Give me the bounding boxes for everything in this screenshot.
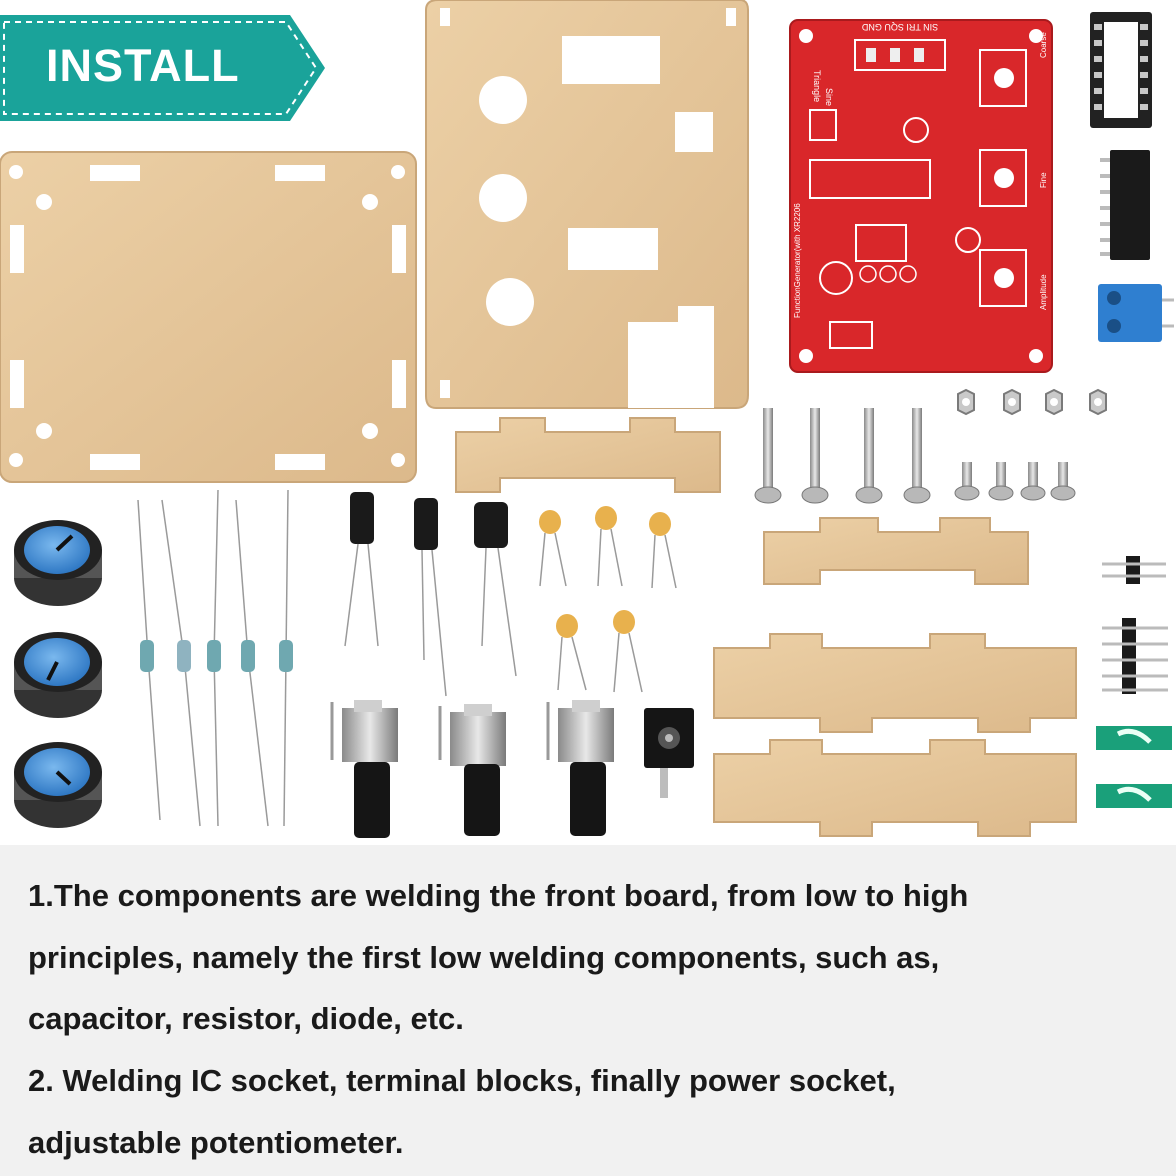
ic-socket: [1090, 12, 1152, 128]
pcb-board: SIN TRI SQU GND Sine Triangle FunctionGe…: [789, 19, 1053, 373]
pcb-label-outputs: SIN TRI SQU GND: [861, 22, 938, 32]
instruction-line-1: 1.The components are welding the front b…: [28, 878, 969, 913]
terminal-block: [1098, 284, 1174, 342]
pcb-label-sine: Sine: [824, 88, 834, 106]
acrylic-side-bars: [713, 633, 1077, 837]
resistors: [137, 489, 293, 827]
pcb-label-coarse: Coarse: [1039, 32, 1048, 58]
instruction-line-3: capacitor, resistor, diode, etc.: [28, 1001, 464, 1036]
instruction-line-2: principles, namely the first low welding…: [28, 940, 940, 975]
pcb-label-title: FunctionGenerator(with XR2206: [793, 203, 802, 318]
instruction-panel: 1.The components are welding the front b…: [0, 845, 1176, 1176]
pcb-label-fine: Fine: [1039, 172, 1048, 188]
acrylic-bracket-medium: [763, 517, 1029, 585]
electrolytic-capacitors: [344, 492, 517, 697]
acrylic-bottom-panel: [0, 151, 417, 483]
long-screws: [754, 408, 931, 504]
instruction-line-5: adjustable potentiometer.: [28, 1125, 404, 1160]
dc-power-jack: [644, 708, 694, 798]
potentiometers: [330, 700, 614, 838]
acrylic-bracket-small: [455, 417, 721, 493]
ic-chip: [1100, 150, 1150, 260]
pcb-label-triangle: Triangle: [812, 70, 822, 102]
ceramic-capacitors: [539, 506, 677, 693]
install-title: INSTALL: [46, 40, 240, 91]
instruction-line-4: 2. Welding IC socket, terminal blocks, f…: [28, 1063, 896, 1098]
knobs: [14, 520, 102, 828]
pcb-label-amplitude: Amplitude: [1039, 274, 1048, 310]
install-banner: [0, 15, 325, 121]
pin-headers: [1102, 556, 1168, 694]
short-screws: [954, 462, 1076, 501]
jumper-caps: [1096, 726, 1172, 808]
acrylic-front-panel: [425, 0, 749, 409]
product-photo: SIN TRI SQU GND Sine Triangle FunctionGe…: [0, 0, 1174, 838]
nuts: [957, 388, 1107, 416]
